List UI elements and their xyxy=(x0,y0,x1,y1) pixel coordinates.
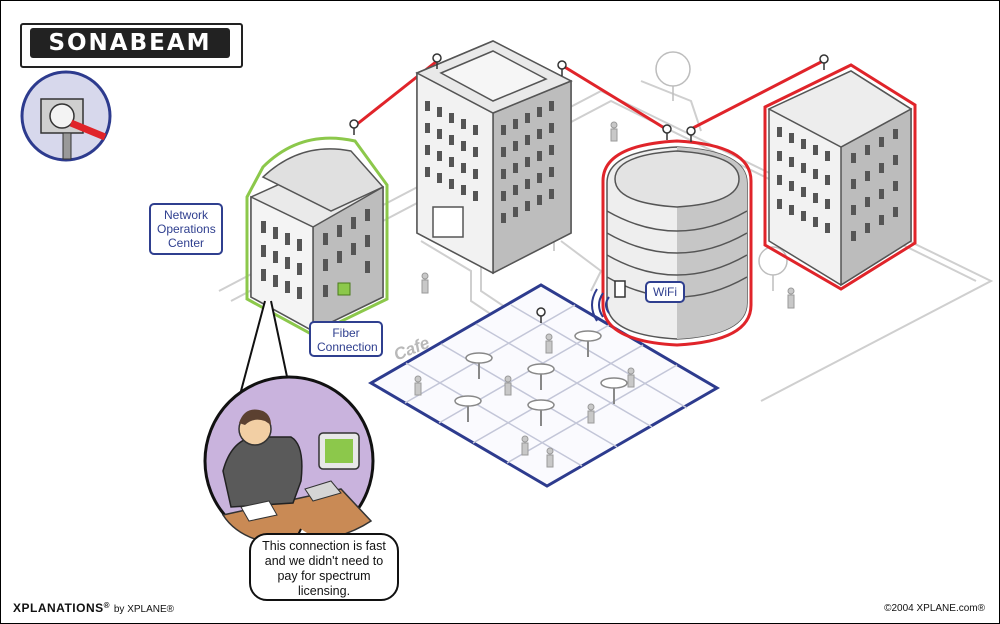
sonabeam-device-icon xyxy=(20,70,112,162)
right-windows xyxy=(777,127,898,241)
fiber-connection-label: Fiber Connection xyxy=(309,321,383,357)
speech-line-2: and we didn't need to xyxy=(264,554,384,568)
noc-label-line-2: Operations xyxy=(157,222,216,236)
fiber-label-line-1: Fiber xyxy=(332,326,360,340)
noc-windows xyxy=(261,209,370,299)
sonabeam-logo: SONABEAM xyxy=(30,28,230,58)
pedestrians xyxy=(414,121,795,468)
center-windows xyxy=(425,101,554,223)
speech-line-3: pay for spectrum xyxy=(277,569,371,583)
cafe-grid xyxy=(368,283,720,488)
fiber-label-line-2: Connection xyxy=(317,340,378,354)
footer-by-xplane: by XPLANE® xyxy=(113,604,175,615)
wifi-waves-icon xyxy=(591,288,610,322)
speech-bubble: This connection is fast and we didn't ne… xyxy=(249,533,399,601)
round-building-outline xyxy=(601,139,753,347)
speech-line-4: licensing. xyxy=(297,584,351,598)
footer-brand-name: XPLANATIONS xyxy=(13,601,104,615)
center-entrance xyxy=(432,206,464,238)
noc-label: Network Operations Center xyxy=(149,203,223,255)
office-tower-right xyxy=(767,70,913,287)
right-building-outline xyxy=(763,63,917,291)
fiber-junction-icon xyxy=(337,282,351,296)
noc-label-line-1: Network xyxy=(163,208,208,222)
wifi-label: WiFi xyxy=(645,281,685,303)
footer-copyright: ©2004 XPLANE.com® xyxy=(884,603,985,614)
noc-label-line-3: Center xyxy=(167,236,205,250)
wifi-label-text: WiFi xyxy=(653,285,677,299)
footer-brand-registered: ® xyxy=(103,601,111,610)
businessman-portrait xyxy=(203,375,375,547)
footer-brand: XPLANATIONS® by XPLANE® xyxy=(13,601,174,615)
transceivers xyxy=(349,53,829,323)
speech-line-1: This connection is fast xyxy=(262,539,386,553)
noc-outline xyxy=(245,136,389,337)
round-building xyxy=(606,146,748,340)
wifi-access-point xyxy=(614,280,626,298)
